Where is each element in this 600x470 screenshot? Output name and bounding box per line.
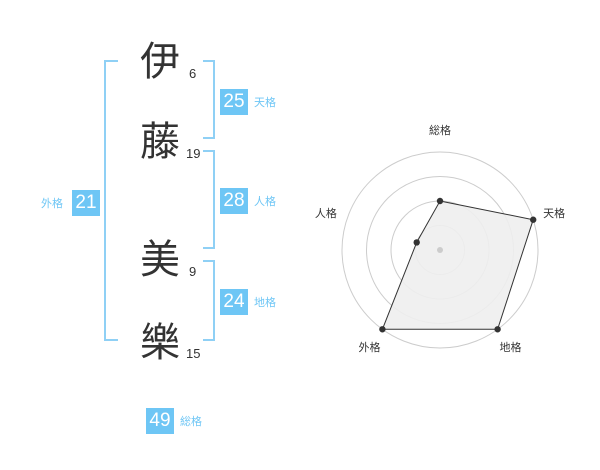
name-char-2: 藤 — [140, 119, 180, 165]
gaikaku-label: 外格 — [41, 197, 63, 210]
name-char-4: 樂 — [140, 320, 180, 366]
chikaku-value: 24 — [220, 289, 248, 315]
stroke-count-1: 6 — [189, 66, 197, 81]
name-char-1: 伊 — [140, 39, 180, 85]
tenkaku-bracket — [203, 60, 215, 139]
radar-center-dot — [437, 247, 443, 253]
name-char-3: 美 — [140, 237, 180, 283]
gaikaku-bracket — [104, 60, 118, 341]
radar-data-polygon — [381, 200, 534, 330]
radar-point-5 — [413, 239, 420, 246]
jinkaku-bracket — [203, 150, 215, 249]
radar-point-4 — [379, 326, 386, 333]
radar-point-3 — [494, 326, 501, 333]
radar-axis-label-3: 地格 — [500, 340, 522, 354]
stroke-count-4: 15 — [186, 346, 201, 361]
tenkaku-value: 25 — [220, 89, 248, 115]
radar-data-points — [379, 197, 537, 333]
tenkaku-label: 天格 — [254, 96, 276, 109]
radar-point-1 — [436, 197, 444, 205]
soukaku-label: 総格 — [180, 415, 202, 428]
jinkaku-value: 28 — [220, 188, 248, 214]
radar-axis-label-2: 天格 — [543, 206, 565, 220]
stroke-count-2: 19 — [186, 146, 201, 161]
gaikaku-value: 21 — [72, 190, 100, 216]
chikaku-label: 地格 — [254, 296, 276, 309]
radar-axis-label-4: 外格 — [358, 340, 380, 354]
radar-ring-4 — [341, 151, 539, 349]
soukaku-value: 49 — [146, 408, 174, 434]
jinkaku-label: 人格 — [254, 195, 276, 208]
radar-point-2 — [530, 216, 537, 223]
stroke-count-3: 9 — [189, 264, 197, 279]
chikaku-bracket — [203, 260, 215, 341]
radar-axis-label-5: 人格 — [315, 206, 337, 220]
radar-axis-label-1: 総格 — [429, 123, 451, 137]
